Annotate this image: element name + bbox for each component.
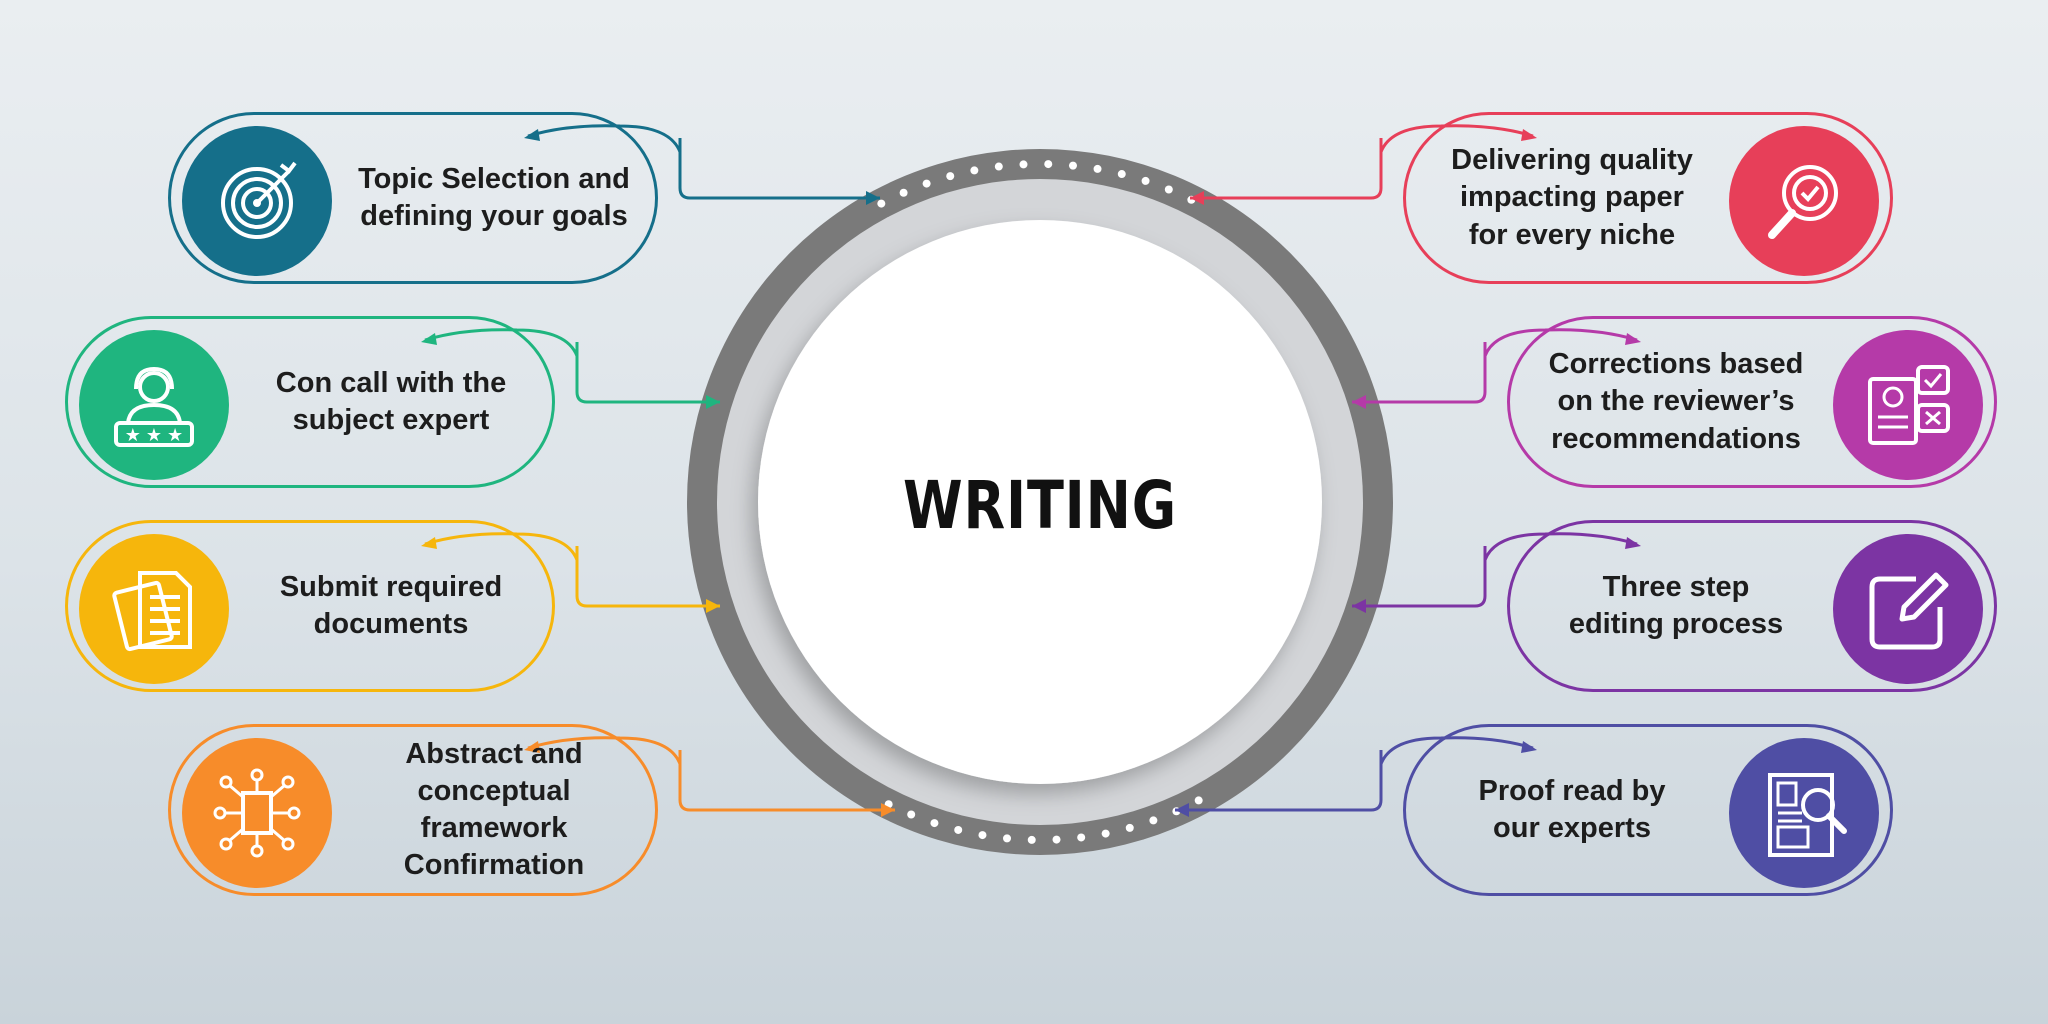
step-card-abstract: Abstract and conceptual framework Confir… [168,724,658,896]
quality-search-icon [1729,126,1879,276]
ring-dot [1117,170,1126,179]
step-card-proofread: Proof read by our experts [1403,724,1893,896]
ring-dot [954,825,963,834]
documents-icon [79,534,229,684]
ring-dot [1101,829,1110,838]
ring-dot [970,166,979,175]
ring-dots [877,160,1203,844]
step-label-topic: Topic Selection and defining your goals [358,162,630,232]
step-label-delivering: Delivering quality impacting paper for e… [1451,144,1693,251]
ring-dot [1164,185,1173,194]
ring-dot [1194,796,1203,805]
proofread-icon [1729,738,1879,888]
ring-dot [978,831,987,840]
step-card-topic: Topic Selection and defining your goals [168,112,658,284]
ring-dot [1003,834,1012,843]
ring-dot [1027,835,1036,844]
step-label-corrections: Corrections based on the reviewer’s reco… [1548,348,1804,455]
step-card-corrections: Corrections based on the reviewer’s reco… [1507,316,1997,488]
step-label-editing: Three step editing process [1568,570,1784,640]
step-label-proofread: Proof read by our experts [1478,774,1666,844]
target-icon [182,126,332,276]
center-circle [758,220,1322,784]
ring-dot [994,162,1003,171]
svg-text:★ ★ ★: ★ ★ ★ [125,425,183,445]
edit-icon [1833,534,1983,684]
ring-dot [1044,160,1053,169]
center-title: WRITING [902,466,1178,544]
ring-dot [922,179,931,188]
framework-icon [182,738,332,888]
step-label-submit: Submit required documents [279,570,503,640]
ring-dot [1093,164,1102,173]
ring-dot [1068,161,1077,170]
ring-dot [899,188,908,197]
ring-dot [946,172,955,181]
ring-dot [930,819,939,828]
step-card-con-call: ★ ★ ★ Con call with the subject expert [65,316,555,488]
ring-dot [1141,176,1150,185]
expert-rating-icon: ★ ★ ★ [79,330,229,480]
step-card-editing: Three step editing process [1507,520,1997,692]
ring-dot [1125,823,1134,832]
step-card-delivering: Delivering quality impacting paper for e… [1403,112,1893,284]
ring-dot [1077,833,1086,842]
step-card-submit: Submit required documents [65,520,555,692]
step-label-con-call: Con call with the subject expert [275,366,507,436]
ring-dot [907,810,916,819]
step-label-abstract: Abstract and conceptual framework Confir… [403,737,585,882]
ring-dot [1052,835,1061,844]
ring-dot [1149,816,1158,825]
ring-dot [1019,160,1028,169]
ring-dot [877,199,886,208]
review-icon [1833,330,1983,480]
